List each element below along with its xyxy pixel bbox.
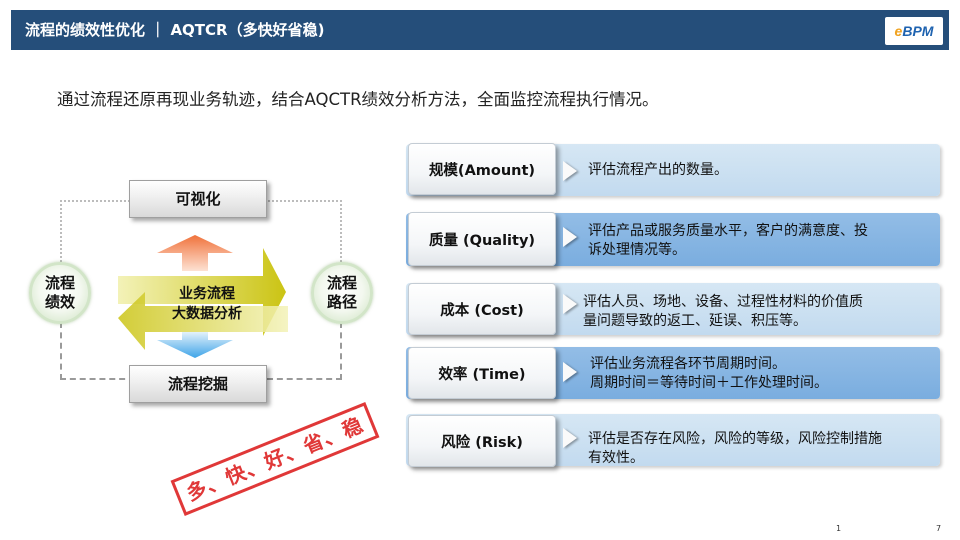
center-label: 业务流程 大数据分析: [152, 284, 262, 324]
risk-label: 风险 (Risk): [408, 415, 556, 467]
center-label-line1: 业务流程: [179, 286, 235, 302]
logo-prefix: e: [894, 23, 903, 39]
process-mining-box: 流程挖掘: [129, 365, 267, 403]
slogan-stamp: 多、快、好、省、稳: [170, 402, 380, 516]
cost-arrow-icon: [563, 294, 577, 314]
time-description: 评估业务流程各环节周期时间。周期时间＝等待时间＋工作处理时间。: [590, 356, 828, 391]
page-number: 1: [836, 524, 842, 533]
bpm-logo: eBPM: [885, 17, 943, 45]
cost-description: 评估人员、场地、设备、过程性材料的价值质量问题导致的返工、延误、积压等。: [583, 294, 863, 329]
process-performance-circle: 流程绩效: [29, 262, 91, 324]
quality-arrow-icon: [563, 227, 577, 247]
intro-text: 通过流程还原再现业务轨迹，结合AQCTR绩效分析方法，全面监控流程执行情况。: [57, 90, 659, 109]
page-title: 流程的绩效性优化 ｜ AQTCR（多快好省稳): [25, 21, 325, 39]
logo-text: BPM: [902, 23, 934, 39]
process-performance-label: 流程绩效: [44, 274, 75, 311]
cost-label: 成本 (Cost): [408, 283, 556, 335]
quality-label: 质量 (Quality): [408, 212, 556, 266]
time-arrow-icon: [563, 362, 577, 382]
footer-right-mark: 7: [936, 524, 942, 533]
process-path-circle: 流程路径: [311, 262, 373, 324]
left-cycle-arrow-icon: [118, 292, 288, 350]
visualization-box: 可视化: [129, 180, 267, 218]
risk-description: 评估是否存在风险，风险的等级，风险控制措施有效性。: [588, 431, 882, 466]
time-label: 效率 (Time): [408, 347, 556, 399]
quality-description: 评估产品或服务质量水平，客户的满意度、投诉处理情况等。: [588, 223, 868, 258]
center-arrows-graphic: [118, 235, 288, 358]
right-cycle-arrow-icon: [118, 248, 286, 336]
center-label-line2: 大数据分析: [172, 306, 242, 322]
risk-arrow-icon: [563, 428, 577, 448]
up-arrow-icon: [157, 235, 233, 271]
amount-description: 评估流程产出的数量。: [588, 162, 728, 178]
amount-label: 规模(Amount): [408, 143, 556, 195]
amount-arrow-icon: [563, 161, 577, 181]
process-path-label: 流程路径: [326, 274, 357, 311]
down-arrow-icon: [157, 332, 233, 358]
title-bar: 流程的绩效性优化 ｜ AQTCR（多快好省稳): [11, 10, 949, 50]
